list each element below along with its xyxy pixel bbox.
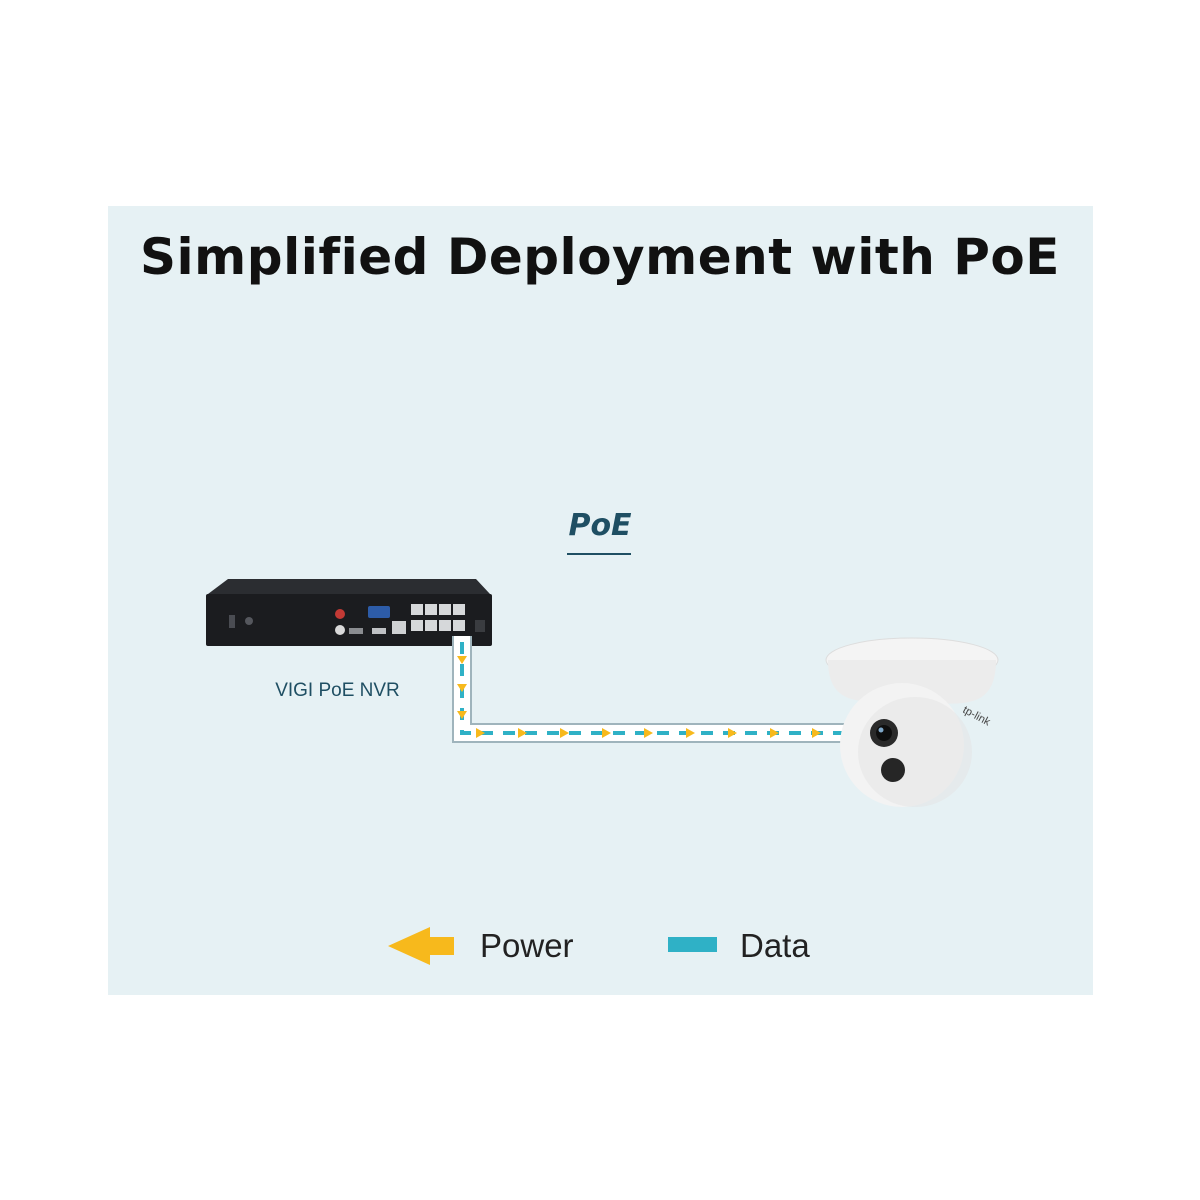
nvr-sfp-slot	[475, 620, 485, 632]
legend-data-label: Data	[740, 927, 810, 964]
power-arrow	[602, 728, 611, 738]
power-arrow	[476, 728, 485, 738]
poe-underline	[567, 553, 631, 555]
camera-ir-led	[881, 758, 905, 782]
power-arrows	[457, 656, 821, 738]
nvr-hdmi-port	[349, 628, 363, 634]
nvr-device	[206, 579, 492, 646]
camera-lens-glint	[878, 727, 884, 733]
nvr-reset-button	[245, 617, 253, 625]
power-arrow	[686, 728, 695, 738]
nvr-usb-port	[372, 628, 386, 634]
nvr-vga-port	[368, 606, 390, 618]
legend-power-label: Power	[480, 927, 574, 964]
power-arrow	[457, 684, 467, 692]
camera-dome-shadow	[858, 697, 972, 807]
nvr-audio-out-red	[335, 609, 345, 619]
bar-icon	[668, 937, 717, 952]
power-arrow	[457, 711, 467, 719]
data-dashes	[460, 642, 846, 735]
power-arrow	[457, 656, 467, 664]
power-arrow	[812, 728, 821, 738]
arrow-left-icon	[388, 927, 454, 965]
nvr-label: VIGI PoE NVR	[275, 680, 400, 701]
cable-body	[454, 636, 848, 741]
camera-lens	[876, 725, 892, 741]
poe-label: PoE	[568, 508, 632, 543]
nvr-lan-port	[392, 621, 406, 634]
nvr-top-face	[208, 579, 490, 594]
power-arrow	[728, 728, 737, 738]
power-arrow	[644, 728, 653, 738]
camera-brand-logo: tp-link	[961, 704, 993, 729]
nvr-audio-in-white	[335, 625, 345, 635]
poe-cable	[452, 636, 848, 743]
power-arrow	[518, 728, 527, 738]
power-arrow	[770, 728, 779, 738]
nvr-poe-ports	[411, 604, 465, 631]
nvr-power-switch	[229, 615, 235, 628]
dome-camera: tp-link	[825, 637, 999, 807]
power-arrow	[560, 728, 569, 738]
cable-outline	[452, 636, 848, 743]
page-title: Simplified Deployment with PoE	[140, 228, 1060, 286]
